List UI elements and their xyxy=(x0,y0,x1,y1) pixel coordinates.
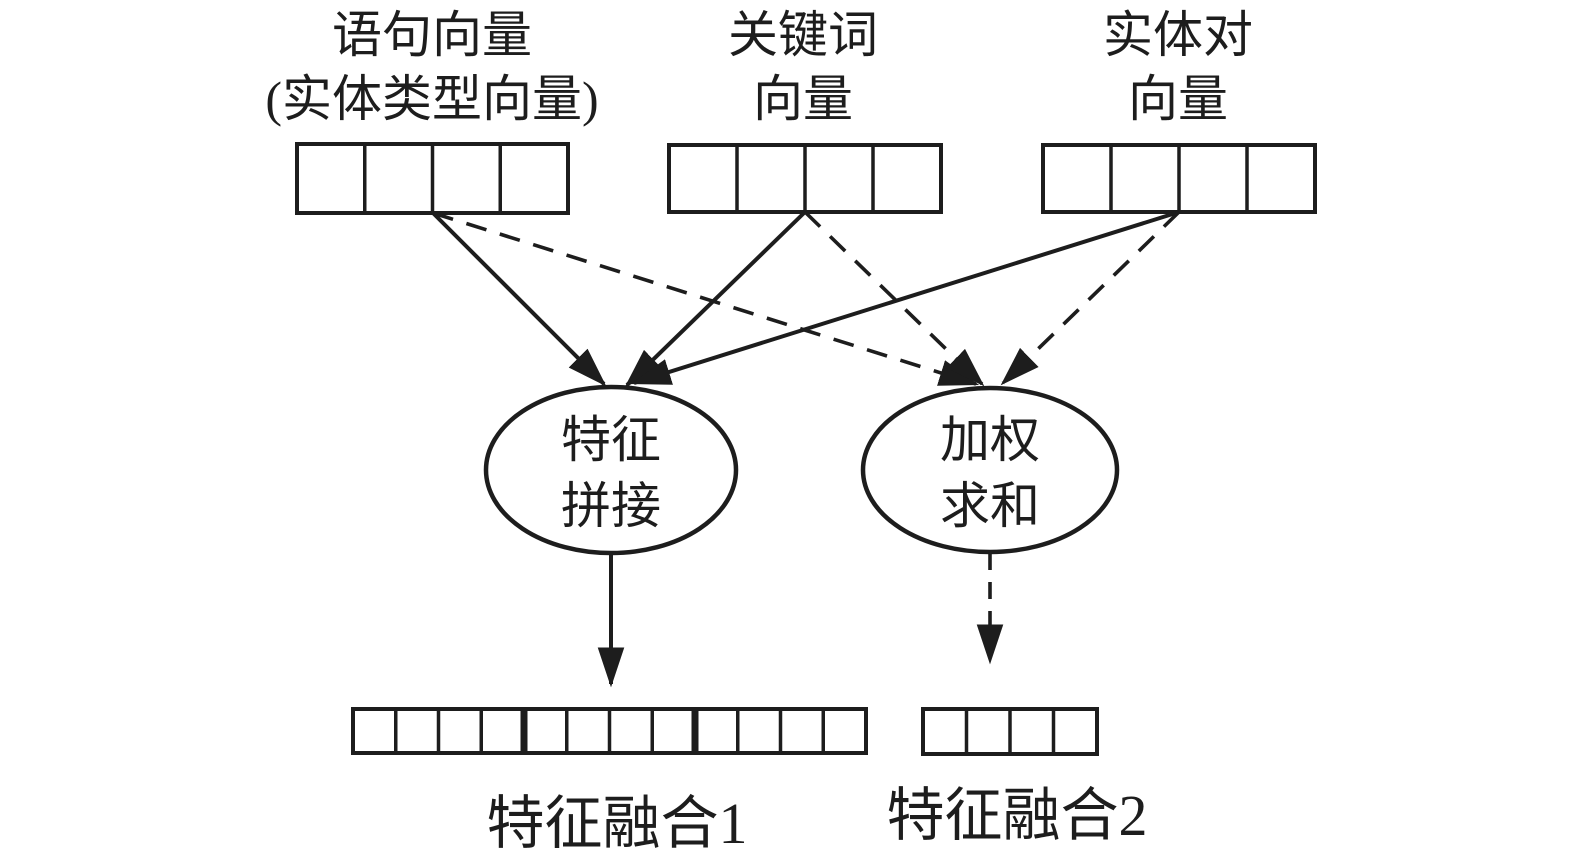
edge-entity-pair-to-concat-solid xyxy=(630,210,1180,385)
entity-pair-vector-label-line2: 向量 xyxy=(1128,71,1228,127)
sentence-vector-label-line2: (实体类型向量) xyxy=(265,71,598,127)
feature-fusion-2-box xyxy=(921,707,1099,756)
sentence-vector-box xyxy=(295,142,570,215)
edge-entity-pair-to-weighted-sum-dashed xyxy=(1000,210,1181,386)
feature-fusion-2-label: 特征融合2 xyxy=(886,783,1147,848)
keyword-vector-label-line2: 向量 xyxy=(753,71,853,127)
feature-fusion-1-box xyxy=(351,707,868,755)
entity-pair-vector-box xyxy=(1041,143,1317,214)
edge-keyword-to-concat-solid xyxy=(624,210,807,388)
weighted-sum-node xyxy=(860,385,1120,555)
weighted-sum-label-line2: 求和 xyxy=(940,478,1040,534)
sentence-vector-label-line1: 语句向量 xyxy=(332,7,532,63)
keyword-vector-box xyxy=(667,143,943,214)
edge-sentence-to-weighted-sum-dashed xyxy=(432,211,980,386)
feature-concatenation-label-line1: 特征 xyxy=(561,412,661,468)
weighted-sum-label-line1: 加权 xyxy=(940,412,1040,468)
entity-pair-vector-label-line1: 实体对 xyxy=(1103,7,1253,63)
edge-keyword-to-weighted-sum-dashed xyxy=(803,210,985,387)
keyword-vector-label-line1: 关键词 xyxy=(728,7,878,63)
edge-sentence-to-concat-solid xyxy=(431,211,607,387)
feature-fusion-1-label: 特征融合1 xyxy=(486,791,747,856)
feature-concatenation-label-line2: 拼接 xyxy=(561,478,661,534)
